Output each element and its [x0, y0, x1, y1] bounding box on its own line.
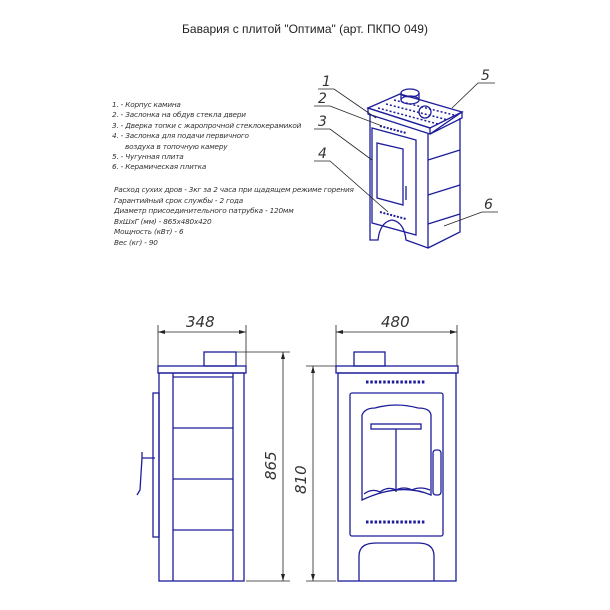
legend-item: воздуха в топочную камеру	[125, 141, 228, 151]
callout-3: 3	[318, 114, 327, 130]
side-view: 348 865	[136, 313, 290, 582]
dim-total-height: 865	[262, 451, 280, 480]
callout-1: 1	[322, 74, 331, 90]
callout-2: 2	[318, 91, 327, 107]
base-arch	[358, 542, 435, 581]
spec-item: Диаметр присоединительного патрубка - 12…	[114, 206, 294, 215]
drawing-title: Бавария с плитой "Оптима" (арт. ПКПО 049…	[182, 22, 428, 36]
isometric-stove	[366, 88, 464, 249]
parts-legend: 1. - Корпус камина 2. - Заслонка на обду…	[112, 100, 301, 173]
legend-item: 4. - Заслонка для подачи первичного	[112, 131, 249, 141]
callout-4: 4	[318, 146, 327, 162]
spec-item: ВхШхГ (мм) - 865х480х420	[114, 216, 212, 226]
spec-item: Гарантийный срок службы - 2 года	[114, 195, 244, 205]
dim-body-height: 810	[292, 465, 310, 494]
legend-item: 1. - Корпус камина	[112, 100, 181, 109]
spec-item: Мощность (кВт) - 6	[114, 227, 184, 236]
legend-item: 2. - Заслонка на обдув стекла двери	[112, 110, 246, 120]
legend-item: 3. - Дверка топки с жаропрочной стеклоке…	[112, 120, 302, 130]
door-glass	[361, 404, 432, 502]
legend-item: 5. - Чугунная плита	[112, 152, 184, 162]
spec-item: Вес (кг) - 90	[114, 237, 158, 247]
dim-front-width: 480	[381, 313, 410, 331]
door-handle	[432, 449, 442, 496]
dim-side-width: 348	[186, 313, 215, 331]
callout-5: 5	[481, 68, 490, 84]
spec-item: Расход сухих дров - 3кг за 2 часа при ща…	[114, 185, 354, 194]
callout-6: 6	[484, 197, 493, 213]
callouts: 1 2 3 4 5 6	[314, 68, 498, 227]
front-view: 480 810	[292, 313, 459, 582]
door-glass	[376, 142, 404, 206]
fire-door	[371, 127, 417, 236]
legend-item: 6. - Керамическая плитка	[112, 162, 207, 172]
specifications: Расход сухих дров - 3кг за 2 часа при ща…	[114, 185, 354, 248]
fire-door	[349, 392, 444, 537]
